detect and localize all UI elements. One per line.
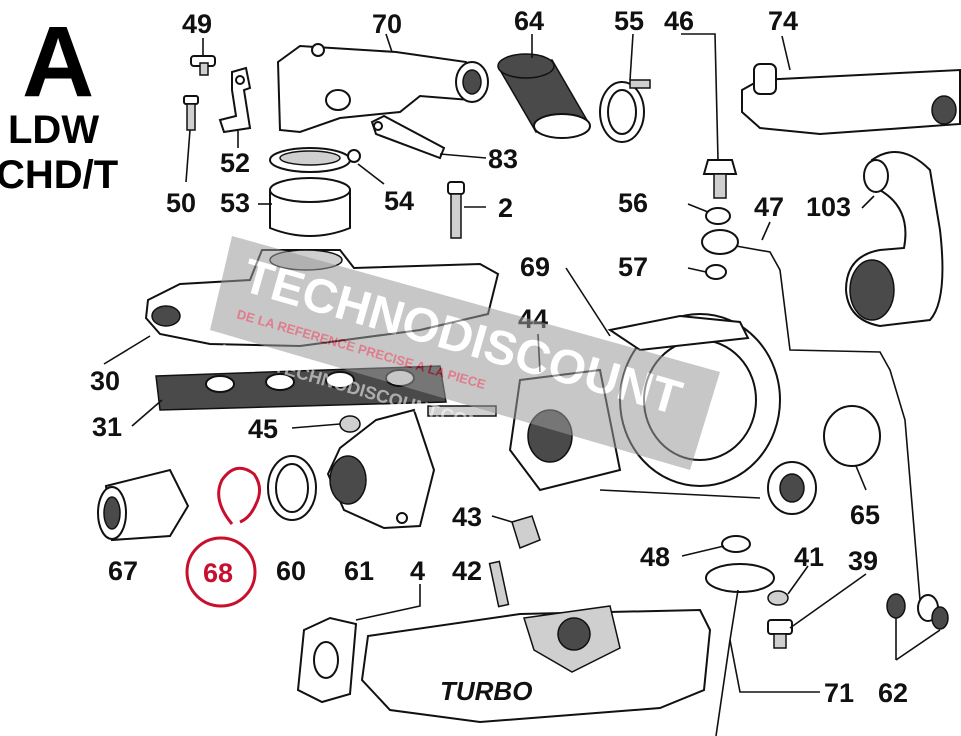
callout-4[interactable]: 4	[410, 556, 425, 586]
callout-69[interactable]: 69	[520, 252, 550, 282]
callout-71[interactable]: 71	[824, 678, 854, 708]
callout-57[interactable]: 57	[618, 252, 648, 282]
part-61-flange[interactable]	[326, 408, 436, 530]
callout-62[interactable]: 62	[878, 678, 908, 708]
callout-74[interactable]: 74	[768, 6, 798, 36]
callout-55[interactable]: 55	[614, 6, 644, 36]
part-46-bolt[interactable]	[702, 159, 738, 199]
part-42-stud[interactable]	[488, 560, 510, 608]
callout-46[interactable]: 46	[664, 6, 694, 36]
callout-49[interactable]: 49	[182, 9, 212, 39]
callout-53[interactable]: 53	[220, 188, 250, 218]
callout-43[interactable]: 43	[452, 502, 482, 532]
part-83-strap[interactable]	[370, 114, 446, 160]
part-68-circlip[interactable]	[217, 466, 261, 525]
part-60-ring[interactable]	[267, 455, 317, 521]
part-exhaust-housing[interactable]: TURBO	[360, 605, 712, 724]
part-71-oil-return-line[interactable]	[705, 563, 775, 736]
callout-39[interactable]: 39	[848, 546, 878, 576]
callout-50[interactable]: 50	[166, 188, 196, 218]
part-2-bolt[interactable]	[447, 181, 465, 239]
callout-68[interactable]: 68	[203, 558, 233, 588]
part-4-gasket[interactable]	[296, 616, 358, 704]
callout-67[interactable]: 67	[108, 556, 138, 586]
leader-lines	[103, 33, 941, 693]
part-52-bracket[interactable]	[218, 66, 252, 134]
part-54-tab[interactable]	[347, 149, 361, 163]
part-45-nut[interactable]	[339, 415, 361, 433]
part-103-hose[interactable]	[844, 151, 944, 328]
model-line-2: CHD/T	[0, 153, 118, 197]
callout-103[interactable]: 103	[806, 192, 851, 222]
section-letter: A	[22, 6, 94, 118]
part-49-screw[interactable]	[190, 55, 216, 76]
callout-60[interactable]: 60	[276, 556, 306, 586]
part-47-oil-line[interactable]	[701, 229, 921, 601]
callout-47[interactable]: 47	[754, 192, 784, 222]
part-64-hose[interactable]	[497, 53, 591, 139]
part-41-washer[interactable]	[767, 590, 789, 606]
callout-45[interactable]: 45	[248, 414, 278, 444]
callout-54[interactable]: 54	[384, 186, 414, 216]
callout-56[interactable]: 56	[618, 188, 648, 218]
callout-83[interactable]: 83	[488, 144, 518, 174]
part-56-washer[interactable]	[705, 207, 731, 225]
part-53-clamp[interactable]	[269, 147, 351, 237]
callout-42[interactable]: 42	[452, 556, 482, 586]
part-62-washers[interactable]	[886, 593, 949, 630]
callout-65[interactable]: 65	[850, 500, 880, 530]
part-57-washer[interactable]	[705, 264, 727, 280]
callout-2[interactable]: 2	[498, 193, 513, 223]
part-67-pipe[interactable]	[97, 468, 190, 542]
part-43-nut[interactable]	[511, 515, 541, 549]
callout-68-circle	[185, 536, 257, 608]
turbo-embossed-text: TURBO	[440, 676, 532, 706]
part-55-clamp[interactable]	[599, 79, 651, 143]
callout-31[interactable]: 31	[92, 412, 122, 442]
model-line-1: LDW	[8, 108, 99, 152]
callout-70[interactable]: 70	[372, 9, 402, 39]
part-74-cover[interactable]	[741, 63, 961, 136]
part-65-wastegate-actuator[interactable]	[767, 405, 881, 515]
callout-labels: 49 70 64 55 46 74 52 83 50 53 54 2 56 47…	[90, 6, 908, 708]
callout-52[interactable]: 52	[220, 148, 250, 178]
callout-48[interactable]: 48	[640, 542, 670, 572]
part-50-screw[interactable]	[183, 95, 199, 131]
callout-64[interactable]: 64	[514, 6, 544, 36]
callout-61[interactable]: 61	[344, 556, 374, 586]
part-48-gasket[interactable]	[721, 535, 751, 553]
callout-41[interactable]: 41	[794, 542, 824, 572]
part-70-elbow-pipe[interactable]	[276, 43, 489, 134]
callout-30[interactable]: 30	[90, 366, 120, 396]
part-39-screw[interactable]	[767, 619, 793, 649]
